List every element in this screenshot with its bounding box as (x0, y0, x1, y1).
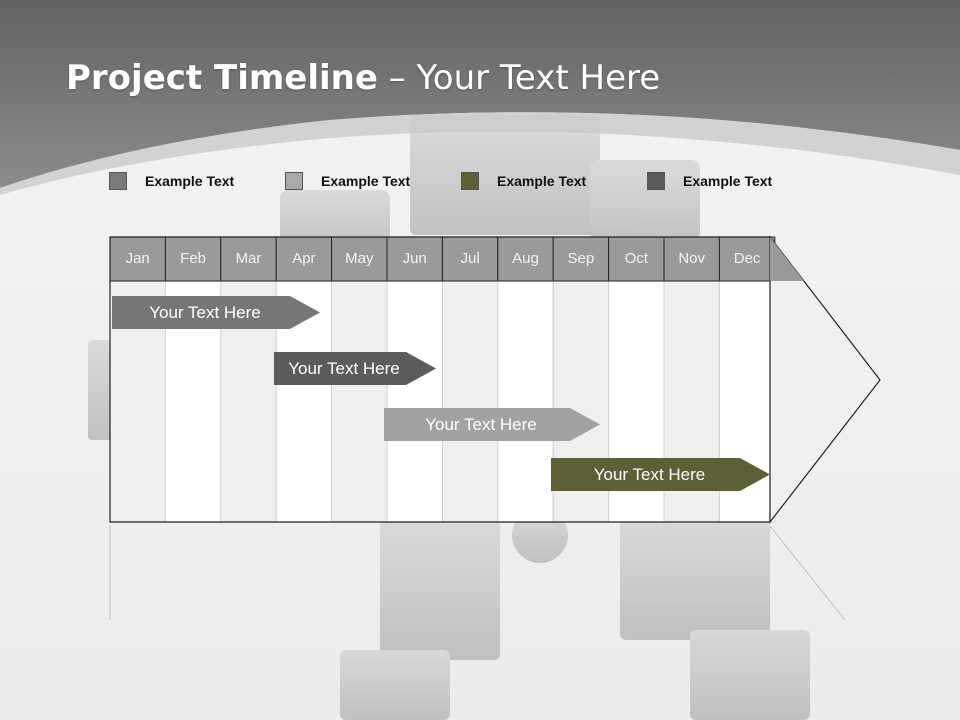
legend-swatch (109, 172, 127, 190)
timeline-arrow-head (769, 235, 881, 524)
month-header-cell-dec (718, 236, 776, 282)
month-header-cell-apr (275, 236, 333, 282)
task-bar-label: Your Text Here (425, 415, 537, 434)
legend-swatch (461, 172, 479, 190)
month-label-oct: Oct (624, 250, 648, 267)
header-band (0, 0, 960, 188)
month-label-mar: Mar (235, 250, 262, 267)
legend-swatch (647, 172, 665, 190)
legend-label: Example Text (321, 173, 411, 189)
legend-label: Example Text (497, 173, 587, 189)
page-title-bold: Project Timeline (66, 58, 378, 98)
legend-item-3: Example Text (461, 170, 586, 192)
month-header-cell-feb (164, 236, 222, 282)
month-label-apr: Apr (292, 250, 316, 267)
month-column-jun (386, 280, 443, 523)
month-label-jul: Jul (460, 250, 480, 267)
month-header-cell-sep (552, 236, 610, 282)
month-label-may: May (345, 250, 374, 267)
task-bar-3: Your Text Here (384, 408, 600, 441)
month-column-may (331, 280, 388, 523)
month-column-aug (497, 280, 554, 523)
legend-swatch (285, 172, 303, 190)
month-label-jun: Jun (402, 250, 427, 267)
month-header-cell-mar (220, 236, 277, 282)
page-title-rest: – Your Text Here (377, 58, 661, 98)
month-column-jul (441, 280, 499, 523)
task-bar-4: Your Text Here (551, 458, 770, 491)
month-label-nov: Nov (678, 250, 706, 267)
legend-item-1: Example Text (109, 170, 234, 192)
header-band-highlight (0, 112, 960, 195)
legend-item-4: Example Text (647, 170, 772, 192)
month-header-cell-oct (608, 236, 665, 282)
month-label-aug: Aug (512, 250, 539, 267)
page-title: Project Timeline – Your Text Here (66, 58, 660, 98)
legend-label: Example Text (145, 173, 235, 189)
month-label-feb: Feb (180, 250, 207, 267)
task-bar-1: Your Text Here (112, 296, 320, 329)
month-label-jan: Jan (125, 250, 150, 267)
timeline-reflection (109, 525, 846, 621)
task-bar-label: Your Text Here (593, 465, 706, 484)
month-header-cell-jun (386, 236, 443, 282)
legend-label: Example Text (683, 173, 773, 189)
task-bar-label: Your Text Here (149, 303, 261, 322)
legend-item-2: Example Text (285, 170, 410, 192)
month-header-cell-aug (497, 236, 554, 282)
timeline-frame-outline (109, 236, 770, 523)
month-label-sep: Sep (567, 250, 595, 267)
task-bar-2: Your Text Here (274, 352, 436, 385)
month-label-dec: Dec (733, 250, 761, 267)
timeline-arrow-head-header (770, 237, 804, 281)
month-header-cell-nov (663, 236, 720, 282)
task-bar-label: Your Text Here (288, 359, 400, 378)
